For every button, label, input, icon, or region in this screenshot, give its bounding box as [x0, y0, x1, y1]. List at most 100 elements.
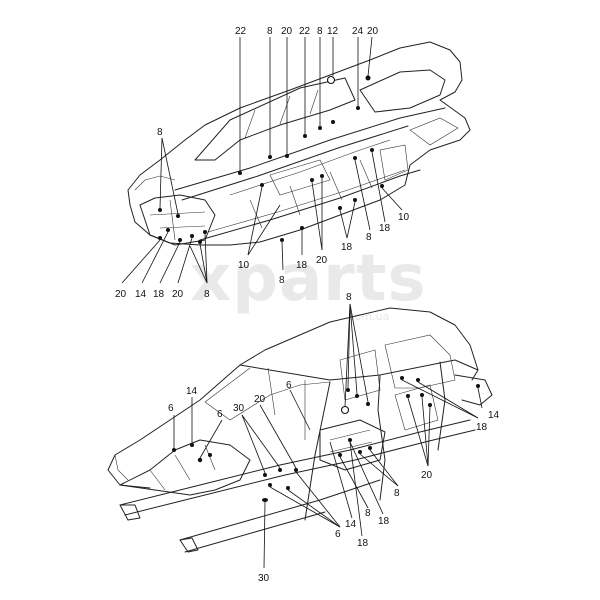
callout-label: 30 [233, 403, 245, 414]
plug-hole [176, 214, 180, 218]
callout-label: 14 [488, 410, 500, 421]
callout-label: 20 [281, 26, 293, 37]
plug-hole [346, 388, 350, 392]
plug-hole [318, 126, 322, 130]
plug-hole [416, 378, 420, 382]
callout-label: 20 [115, 289, 127, 300]
plug-hole [286, 486, 290, 490]
plug-hole [400, 376, 404, 380]
plug-hole [365, 75, 371, 81]
upper-body-drawing [127, 41, 471, 246]
callout-label: 14 [186, 386, 198, 397]
plug-hole [268, 483, 272, 487]
plug-hole [368, 446, 372, 450]
plug-hole [338, 453, 342, 457]
plug-hole [178, 238, 182, 242]
plug-hole [358, 450, 362, 454]
callout-label: 6 [286, 380, 292, 391]
plug-hole [476, 384, 480, 388]
plug-hole [331, 120, 335, 124]
callout-label: 18 [357, 538, 369, 549]
callout-label: 22 [235, 26, 247, 37]
plug-hole-large [340, 405, 350, 415]
callout-label: 20 [172, 289, 184, 300]
callout-label: 6 [217, 409, 223, 420]
callout-label: 30 [258, 573, 270, 584]
plug-hole [158, 208, 162, 212]
plug-hole [320, 174, 324, 178]
upper-leaders [121, 36, 403, 284]
plug-hole [208, 453, 212, 457]
plug-hole [300, 226, 304, 230]
callout-label: 10 [398, 212, 410, 223]
lower-plugs [172, 376, 480, 502]
plug-hole [355, 394, 359, 398]
plug-hole [203, 230, 207, 234]
plug-hole [278, 468, 282, 472]
plug-hole [190, 234, 194, 238]
plug-hole [380, 184, 384, 188]
watermark-brand: xparts [190, 242, 427, 316]
lower-callouts: 8 14 6 6 30 20 6 14 18 20 8 18 8 14 18 6… [168, 292, 500, 584]
plug-hole [348, 438, 352, 442]
plug-hole [366, 402, 370, 406]
plug-hole [303, 134, 307, 138]
plug-hole [172, 448, 176, 452]
callout-label: 14 [345, 519, 357, 530]
callout-label: 24 [352, 26, 364, 37]
callout-label: 20 [254, 394, 266, 405]
lower-leaders [173, 303, 483, 569]
callout-label: 8 [267, 26, 273, 37]
plug-hole [262, 498, 268, 502]
callout-label: 20 [421, 470, 433, 481]
callout-label: 8 [346, 292, 352, 303]
plug-hole [197, 457, 203, 463]
callout-label: 18 [296, 260, 308, 271]
plug-hole [428, 403, 432, 407]
plug-hole [238, 171, 242, 175]
callout-label: 8 [157, 127, 163, 138]
plug-hole [280, 238, 284, 242]
callout-label: 20 [367, 26, 379, 37]
plug-hole [166, 228, 170, 232]
plug-hole [406, 394, 410, 398]
callout-label: 8 [317, 26, 323, 37]
callout-label: 6 [168, 403, 174, 414]
callout-label: 8 [279, 275, 285, 286]
plug-hole [158, 236, 162, 240]
plug-hole [356, 106, 360, 110]
plug-hole [353, 198, 357, 202]
callout-label: 18 [153, 289, 165, 300]
watermark-domain: .com.ua [345, 310, 389, 323]
plug-hole [310, 178, 314, 182]
callout-label: 18 [341, 242, 353, 253]
lower-body-drawing [107, 307, 493, 553]
plug-hole [190, 443, 194, 447]
callout-label: 18 [379, 223, 391, 234]
callout-label: 8 [394, 488, 400, 499]
callout-label: 6 [335, 529, 341, 540]
callout-label: 12 [327, 26, 339, 37]
plug-hole [268, 155, 272, 159]
callout-label: 22 [299, 26, 311, 37]
plug-hole [294, 468, 298, 472]
upper-plugs [158, 75, 384, 244]
plug-hole [353, 156, 357, 160]
plug-hole [370, 148, 374, 152]
callout-label: 20 [316, 255, 328, 266]
callout-label: 14 [135, 289, 147, 300]
upper-callouts: 22 8 20 22 8 12 24 20 8 20 14 18 20 8 10… [115, 26, 410, 300]
plug-hole-large [326, 75, 336, 85]
plug-hole [198, 240, 202, 244]
plug-hole [420, 393, 424, 397]
plug-hole [338, 206, 342, 210]
plug-hole [285, 154, 289, 158]
callout-label: 18 [476, 422, 488, 433]
callout-label: 8 [365, 508, 371, 519]
callout-label: 10 [238, 260, 250, 271]
plug-hole [263, 473, 267, 477]
plug-hole [260, 183, 264, 187]
callout-label: 18 [378, 516, 390, 527]
